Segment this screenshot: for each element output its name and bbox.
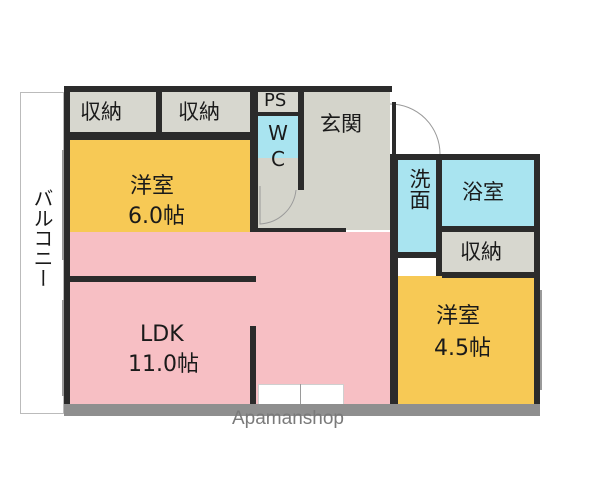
genkan-label: 玄関 <box>320 112 362 136</box>
western-6-size: 6.0帖 <box>128 204 185 229</box>
wall <box>390 154 540 160</box>
window-mark <box>62 150 64 260</box>
bath-label: 浴室 <box>462 180 504 204</box>
wall <box>298 86 304 190</box>
wall <box>64 86 70 416</box>
storage-a <box>70 92 158 132</box>
wall <box>534 154 540 416</box>
storage-b <box>162 92 250 132</box>
balcony-label: バルコニー <box>30 188 54 288</box>
wall <box>390 154 398 404</box>
storage-c <box>442 232 534 272</box>
wall <box>256 112 304 116</box>
genkan-area <box>304 92 390 158</box>
ldk-name: LDK <box>140 322 184 347</box>
wall <box>250 86 258 232</box>
storage-c-label: 収納 <box>460 240 502 264</box>
wall <box>156 92 162 132</box>
ldk-upper-left <box>70 282 256 302</box>
entry-door-arc <box>389 103 441 155</box>
wall <box>64 132 256 140</box>
western-6-name: 洋室 <box>130 174 175 199</box>
ps-label: PS <box>264 90 287 111</box>
wall <box>398 252 438 258</box>
hallway <box>258 158 390 230</box>
counter-divider <box>300 384 301 410</box>
ldk-size: 11.0帖 <box>128 352 199 377</box>
wall <box>442 272 540 278</box>
ldk-room <box>70 232 392 404</box>
window-mark <box>540 290 542 390</box>
wc-door-arc <box>259 186 297 225</box>
window-mark <box>62 300 64 396</box>
washroom-label: 洗面 <box>407 168 431 210</box>
wc-label: WC <box>268 121 288 171</box>
bath-room <box>442 160 534 226</box>
balcony-area <box>20 92 64 414</box>
wall <box>436 160 442 276</box>
wall <box>442 226 540 232</box>
washroom <box>398 160 436 252</box>
western-room-45 <box>398 276 534 404</box>
wall <box>250 326 256 410</box>
storage-a-label: 収納 <box>80 100 122 124</box>
western-45-name: 洋室 <box>436 304 481 329</box>
wall <box>256 228 346 232</box>
western-45-size: 4.5帖 <box>434 336 491 361</box>
watermark: Apamanshop <box>232 408 344 429</box>
wall <box>70 276 256 282</box>
ps-space <box>256 92 298 112</box>
storage-b-label: 収納 <box>178 100 220 124</box>
wall <box>64 404 540 416</box>
wall <box>392 102 396 156</box>
wall <box>64 86 392 92</box>
